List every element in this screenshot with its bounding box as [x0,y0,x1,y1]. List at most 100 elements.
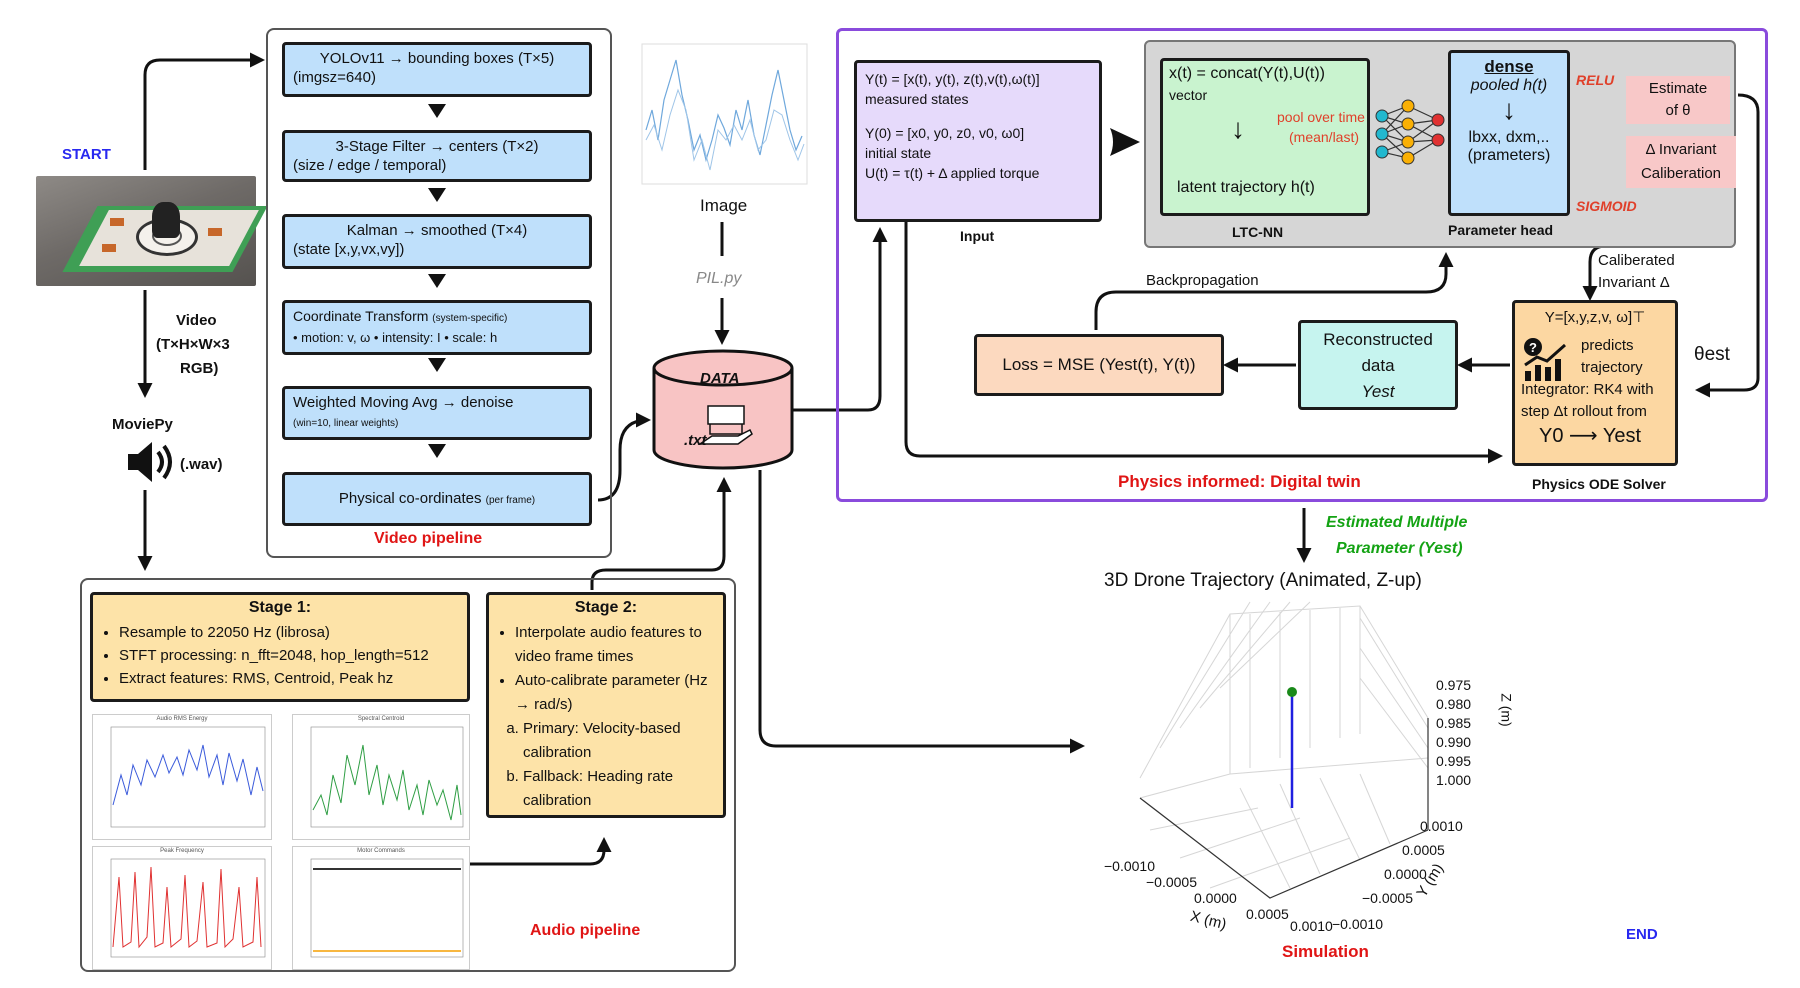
x-tick: −0.0005 [1146,874,1197,890]
pil-label: PIL.py [696,270,742,287]
neural-net-icon [1375,99,1445,165]
recon-box: Reconstructed data Yest [1298,320,1458,410]
ltc-line1: x(t) = concat(Y(t),U(t)) [1169,65,1326,82]
invariant-line1: Δ Invariant [1645,141,1717,158]
arrow-audio-to-data [590,477,732,590]
arrow-video-to-data [597,412,651,502]
x-tick: 0.0010 [1290,918,1333,934]
step-physical-small: (per frame) [485,495,536,506]
solver-predicts1: predicts [1581,337,1634,354]
arrow-data-to-sim [758,470,1085,754]
y-tick: 0.0000 [1384,866,1427,882]
recon-line2: data [1361,356,1395,375]
z-tick: 0.990 [1436,734,1472,750]
solver-integrator2: step Δt rollout from [1521,403,1647,420]
y-tick: −0.0010 [1332,916,1383,932]
backprop-label: Backpropagation [1146,272,1259,289]
y-tick: −0.0005 [1362,890,1413,906]
x-tick: −0.0010 [1104,858,1155,874]
z-axis-label: Z (m) [1498,693,1515,727]
video-step-arrows [428,104,446,458]
input-line: Y(t) = [x(t), y(t), z(t),v(t),ω(t)] [865,71,1040,87]
video-rgb: RGB) [180,360,219,377]
video-pipeline-panel [266,28,612,558]
stage1-title: Stage 1: [248,599,312,616]
x-tick: 0.0000 [1194,890,1237,906]
moviepy-label: MoviePy [112,416,173,433]
dense-params: lbxx, dxm,.. [1468,129,1550,146]
input-box: Y(t) = [x(t), y(t), z(t),v(t),ω(t)] meas… [854,60,1102,222]
solver-from: Y0 [1539,425,1564,447]
estimate-line1: Estimate [1648,80,1708,97]
step-transform-line2: • motion: v, ω • intensity: I • scale: h [293,330,498,345]
estimate-box: Estimate of θ [1626,76,1730,124]
ltc-pool1: pool over time [1277,109,1365,125]
wav-label: (.wav) [180,456,223,473]
ode-solver-caption: Physics ODE Solver [1532,476,1666,492]
stage1-item: Resample to 22050 Hz (librosa) [119,621,459,644]
loss-text: Loss = MSE (Yest(t), Y(t)) [1002,355,1196,374]
data-label: DATA [700,370,740,387]
stage2-subitem: Primary: Velocity-based calibration [523,717,715,765]
solver-integrator1: Integrator: RK4 with [1521,381,1654,398]
stage2-item: Auto-calibrate parameter (Hz → rad/s) [515,669,715,717]
image-label: Image [700,196,748,215]
start-label: START [62,146,111,163]
param-head-caption: Parameter head [1448,222,1554,238]
trajectory-chart-icon: ? [1524,338,1566,381]
estimate-line2: of θ [1665,102,1691,119]
estimated-line2: Parameter (Yest) [1336,540,1463,557]
arrow-start-to-video [143,52,265,170]
ltc-latent: latent trajectory h(t) [1177,179,1315,196]
x-tick: 0.0005 [1246,906,1289,922]
step-kalman-line2: (state [x,y,vx,vy]) [293,241,405,258]
step-transform: Coordinate Transform (system-specific)• … [282,300,592,355]
dense-title: dense [1484,57,1534,76]
step-wma-line1: Weighted Moving Avg → denoise [293,394,514,411]
arrow-plots-to-stage2 [468,837,612,866]
arrow-data-to-input [792,227,888,412]
step-yolo-line1: YOLOv11 → bounding boxes (T×5) [319,50,555,67]
recon-line3: Yest [1361,382,1395,401]
step-kalman: Kalman → smoothed (T×4) (state [x,y,vx,vy… [282,214,592,269]
plot-rms: Audio RMS Energy [92,714,272,840]
drone-photo [36,176,268,286]
plot3d-chart [1139,601,1429,899]
dense-pooled: pooled h(t) [1470,77,1548,94]
solver-to: Yest [1602,425,1642,447]
txt-label: .txt [684,432,707,449]
step-physical-line1: Physical co-ordinates [338,490,482,507]
plot-motor-title: Motor Commands [357,848,405,854]
plot-rms-title: Audio RMS Energy [156,716,208,722]
svg-text:?: ? [1529,340,1537,355]
step-filter-line2: (size / edge / temporal) [293,157,447,174]
z-tick: 0.980 [1436,696,1472,712]
calib-line1: Caliberated [1598,252,1675,269]
digital-twin-panel [836,28,1768,502]
invariant-line2: Caliberation [1640,165,1722,182]
invariant-box: Δ Invariant Caliberation [1626,136,1736,188]
solver-line1: Y=[x,y,z,v, ω]⊤ [1544,309,1646,326]
relu-label: RELU [1576,72,1615,88]
plot-centroid: Spectral Centroid [292,714,470,840]
ltc-pool2: (mean/last) [1289,129,1360,145]
audio-stage2: Stage 2: Interpolate audio features to v… [486,592,726,818]
video-label: Video [176,312,217,329]
sigmoid-label: SIGMOID [1576,198,1637,214]
audio-pipeline-label: Audio pipeline [530,922,641,939]
image-signal-thumbnail [641,43,808,185]
stage2-item: Interpolate audio features to video fram… [515,621,715,669]
step-yolo: YOLOv11 → bounding boxes (T×5)(imgsz=640… [282,42,592,97]
step-transform-line1: Coordinate Transform [293,308,429,324]
input-caption: Input [960,228,995,244]
solver-predicts2: trajectory [1581,359,1643,376]
stage2-subitem: Fallback: Heading rate calibration [523,765,715,813]
loss-box: Loss = MSE (Yest(t), Y(t)) [974,334,1224,396]
input-line: U(t) = τ(t) + Δ applied torque [865,165,1040,181]
z-tick: 1.000 [1436,772,1472,788]
step-kalman-line1: Kalman → smoothed (T×4) [346,222,528,239]
plot-peak-title: Peak Frequency [160,848,204,854]
ltc-vector: vector [1169,87,1208,103]
step-physical: Physical co-ordinates (per frame) [282,472,592,526]
